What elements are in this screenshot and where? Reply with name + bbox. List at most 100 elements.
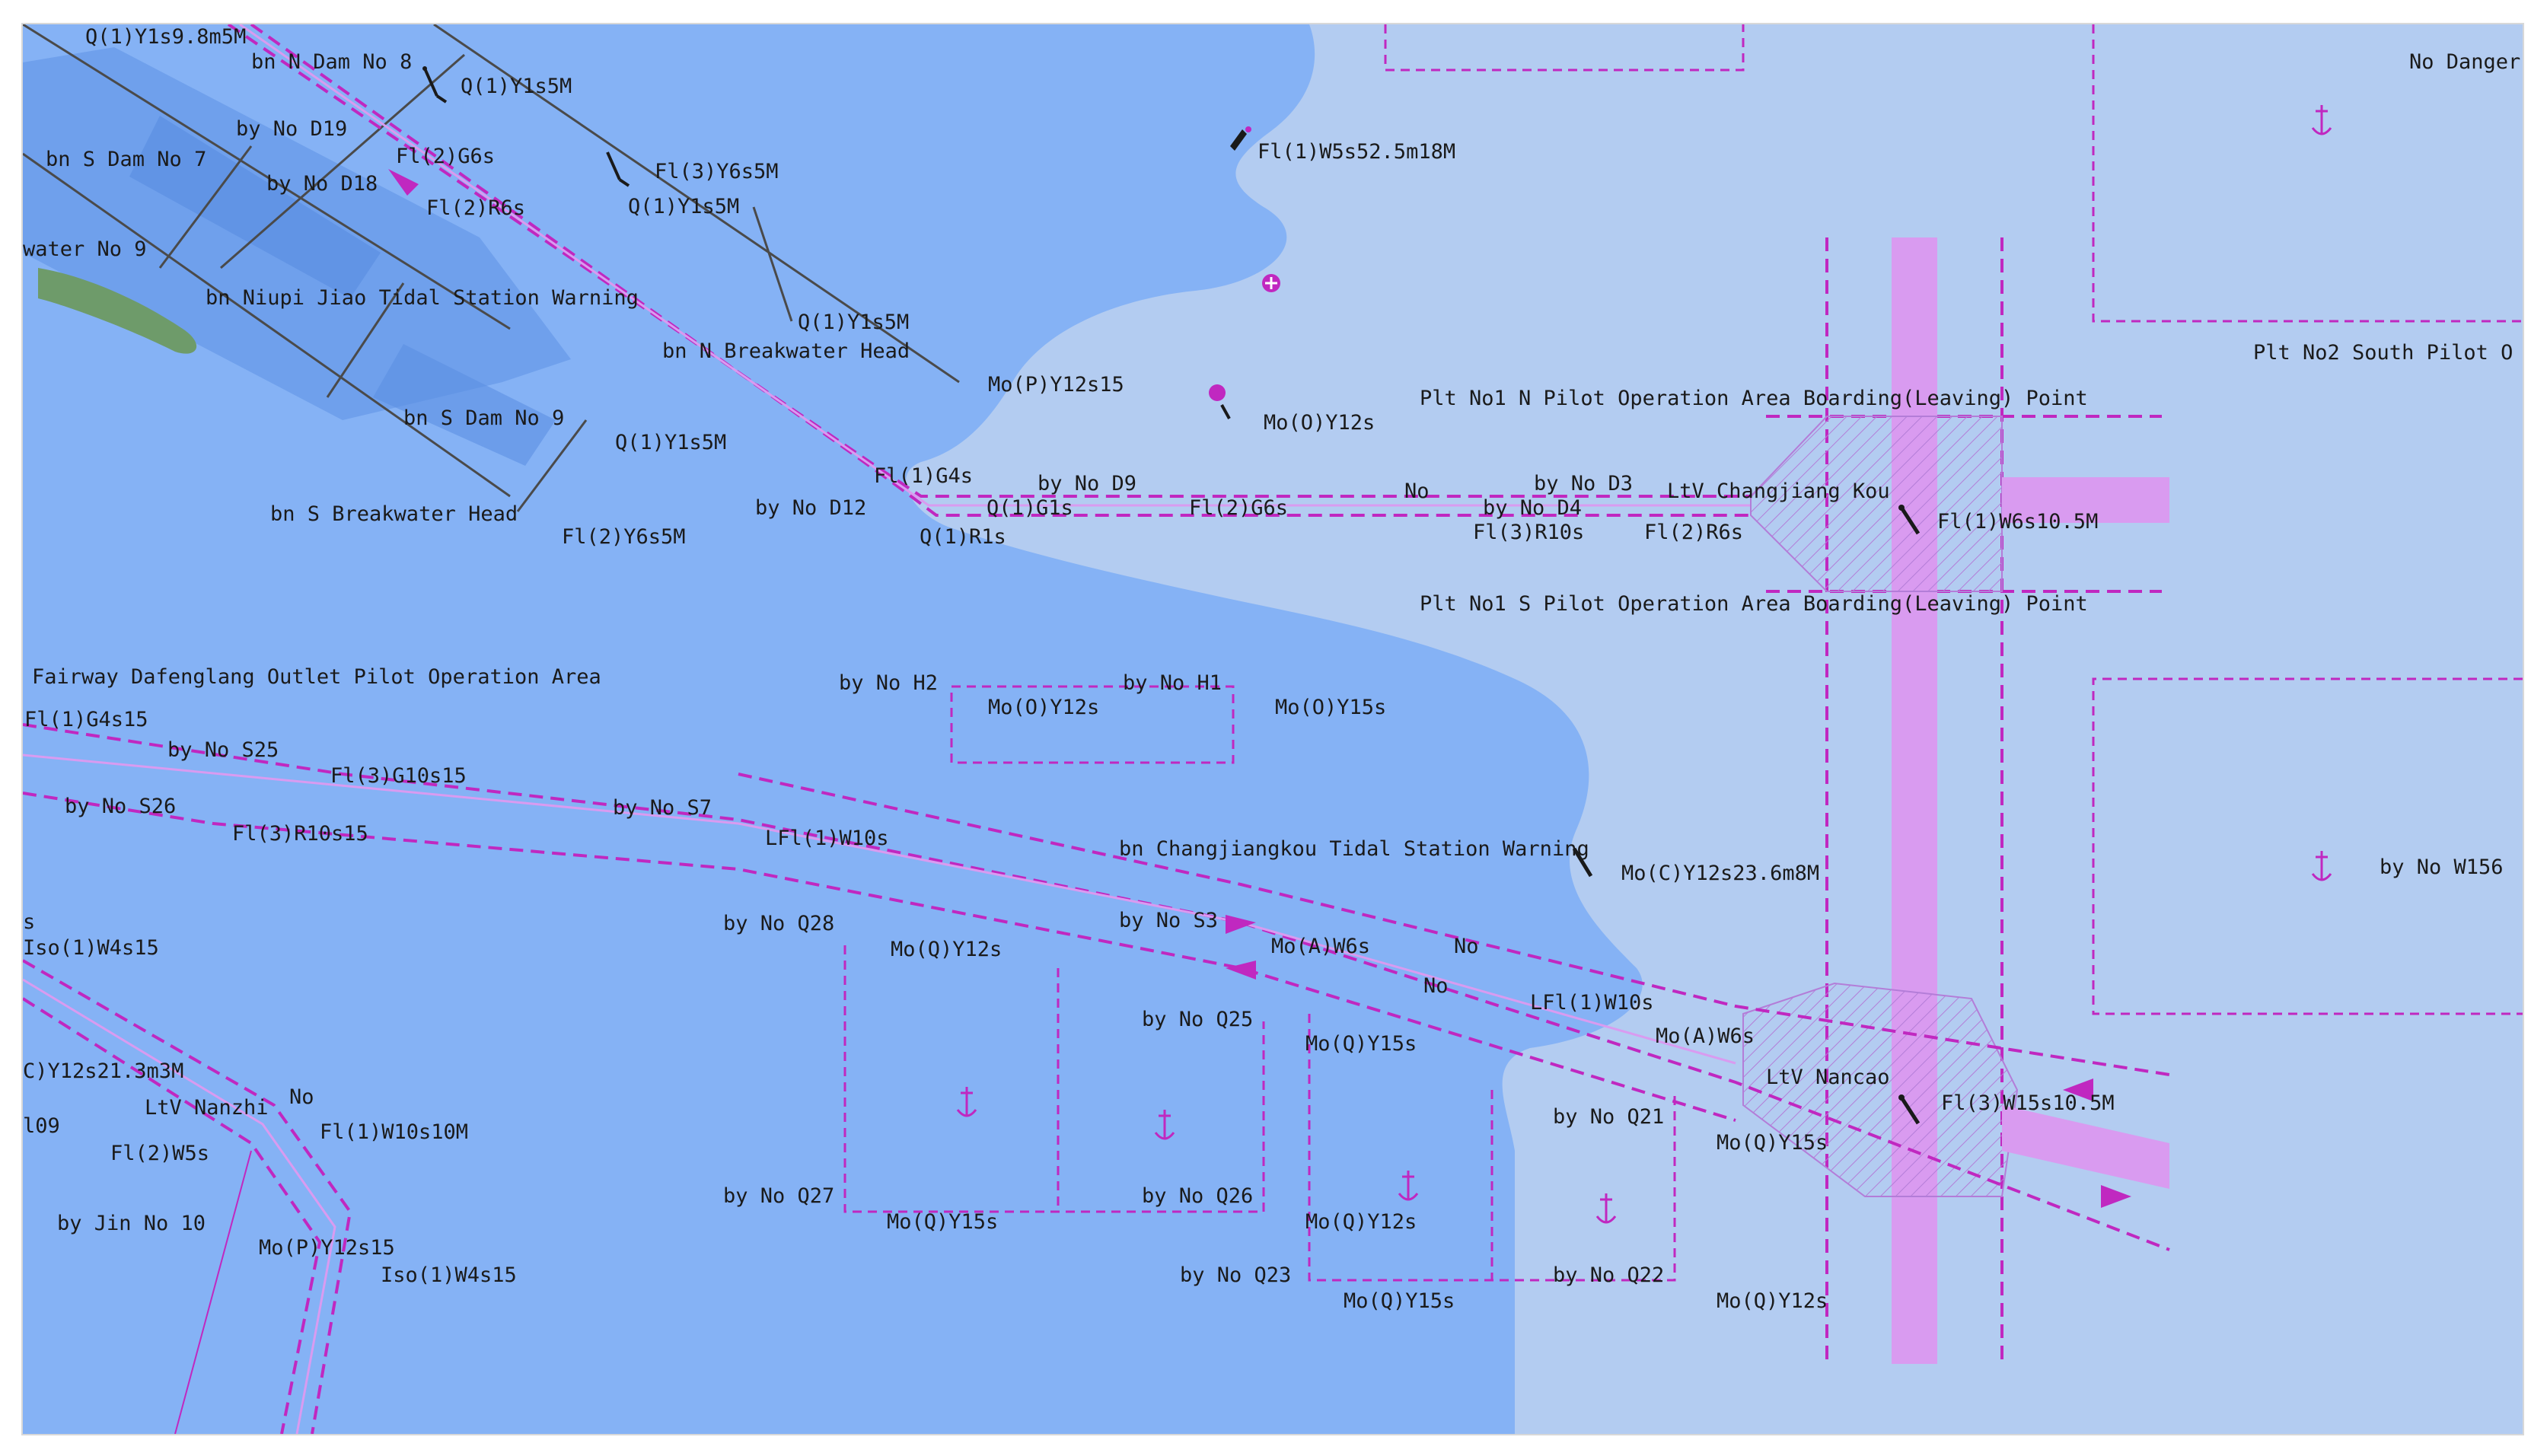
label-by-no-d9: by No D9 <box>1038 472 1137 495</box>
beacon-icon[interactable] <box>419 62 449 105</box>
label-fl2-r6s-a: Fl(2)R6s <box>426 196 526 220</box>
dam-inner-channel-2 <box>373 344 556 466</box>
pink-east-band <box>2002 477 2169 523</box>
label-mo-q-y12s-b: Mo(Q)Y12s <box>1305 1210 1417 1234</box>
label-by-no-q27: by No Q27 <box>723 1184 835 1208</box>
label-q-y1s5m-c: Q(1)Y1s5M <box>798 311 910 334</box>
label-fl-g4s15: Fl(1)G4s15 <box>24 708 148 731</box>
sw-channel-center <box>23 978 336 1434</box>
anchor-icon <box>1154 1110 1175 1140</box>
pink-southeast-band <box>2002 1105 2169 1189</box>
label-fl2-r6s-b: Fl(2)R6s <box>1644 521 1744 544</box>
label-fl-g4s: Fl(1)G4s <box>874 464 974 488</box>
land-island <box>38 268 197 354</box>
label-fl3-w15s: Fl(3)W15s10.5M <box>1941 1091 2115 1115</box>
label-by-no-h1: by No H1 <box>1123 671 1222 695</box>
label-by-no-h2: by No H2 <box>839 671 939 695</box>
label-mo-a-w6s-b: Mo(A)W6s <box>1656 1024 1755 1048</box>
label-n09: l09 <box>23 1114 60 1138</box>
label-q-y1s5m-a: Q(1)Y1s5M <box>461 75 572 98</box>
label-fl-w5s52: Fl(1)W5s52.5m18M <box>1258 140 1456 164</box>
label-by-no-d4: by No D4 <box>1483 496 1583 520</box>
label-by-no-s26: by No S26 <box>65 795 177 818</box>
label-lfl-w10s-a: LFl(1)W10s <box>765 827 889 850</box>
label-by-no-s25: by No S25 <box>167 738 279 762</box>
label-iso-w4s15-a: Iso(1)W4s15 <box>23 936 159 960</box>
anchor-icon <box>2311 851 2332 881</box>
label-lfl-w10s-b: LFl(1)W10s <box>1530 991 1654 1015</box>
label-by-no-d3: by No D3 <box>1534 472 1634 495</box>
north-channel-center <box>239 24 1751 507</box>
danger-icon[interactable] <box>1256 268 1286 311</box>
label-mo-c-y12s23: Mo(C)Y12s23.6m8M <box>1621 862 1820 885</box>
chart-canvas[interactable] <box>23 24 2523 1434</box>
label-by-no-w156: by No W156 <box>2380 855 2504 879</box>
sw-channel <box>23 959 352 1434</box>
label-by-no-q22: by No Q22 <box>1553 1263 1665 1287</box>
label-no-b: No <box>1454 935 1479 958</box>
label-by-jin-no-10: by Jin No 10 <box>57 1212 206 1235</box>
label-no-a: No <box>1404 479 1430 503</box>
label-mo-p-y12s15-a: Mo(P)Y12s15 <box>988 373 1124 397</box>
label-fl3-g10s15: Fl(3)G10s15 <box>330 764 467 788</box>
label-mo-o-y12s-a: Mo(O)Y12s <box>1264 411 1375 435</box>
label-mo-o-y15s: Mo(O)Y15s <box>1275 696 1387 719</box>
label-by-no-d12: by No D12 <box>755 496 867 520</box>
label-q-g1s: Q(1)G1s <box>987 496 1073 520</box>
dam-lines <box>23 24 960 512</box>
label-mo-a-w6s-a: Mo(A)W6s <box>1271 935 1371 958</box>
anchor-icon <box>956 1087 977 1117</box>
label-mo-o-y12s-b: Mo(O)Y12s <box>988 696 1100 719</box>
label-by-no-d19: by No D19 <box>236 117 348 141</box>
beacon-icon[interactable] <box>601 146 632 189</box>
label-fl1-w10s10m: Fl(1)W10s10M <box>320 1120 469 1144</box>
south-channel-center <box>23 753 1736 1065</box>
label-plt-no1-n: Plt No1 N Pilot Operation Area Boarding(… <box>1420 387 2088 410</box>
label-bn-s-breakwater: bn S Breakwater Head <box>270 502 518 526</box>
label-bn-s-dam-9: bn S Dam No 9 <box>403 406 565 430</box>
label-by-no-s7: by No S7 <box>613 796 712 820</box>
label-bn-changjiangkou: bn Changjiangkou Tidal Station Warning <box>1119 837 1589 861</box>
label-no-danger: No Danger <box>2409 50 2521 74</box>
label-q-r1s: Q(1)R1s <box>920 525 1006 549</box>
label-fl3-r10s15: Fl(3)R10s15 <box>232 822 368 846</box>
anchor-icon <box>1398 1171 1419 1201</box>
label-mo-p-y12s15-b: Mo(P)Y12s15 <box>259 1236 395 1260</box>
label-iso-w4s15-b: Iso(1)W4s15 <box>381 1263 517 1287</box>
buoy-icon[interactable] <box>1207 382 1237 425</box>
label-s-edge: s <box>23 910 36 934</box>
label-ltv-nancao: LtV Nancao <box>1766 1066 1890 1089</box>
tidal-station-icon[interactable] <box>1568 843 1599 885</box>
label-fl1-w6s10: Fl(1)W6s10.5M <box>1937 510 2099 534</box>
label-bn-n-dam-8: bn N Dam No 8 <box>251 50 413 74</box>
label-fl2-g6s-b: Fl(2)G6s <box>1189 496 1289 520</box>
label-mo-q-y12s-a: Mo(Q)Y12s <box>891 938 1003 961</box>
label-by-no-q28: by No Q28 <box>723 912 835 935</box>
label-plt-no2-s: Plt No2 South Pilot O <box>2253 341 2513 365</box>
label-q-y1s5m-b: Q(1)Y1s5M <box>628 195 740 218</box>
dam-inner-channel <box>129 116 381 298</box>
traffic-direction-arrow-icon <box>388 169 2131 1208</box>
anchor-icon <box>1595 1193 1617 1224</box>
label-no-c: No <box>1423 974 1449 998</box>
south-channel <box>23 723 2170 1251</box>
label-by-no-q25: by No Q25 <box>1142 1008 1254 1031</box>
label-by-no-s3: by No S3 <box>1119 909 1219 932</box>
lighthouse-icon[interactable] <box>1226 123 1256 166</box>
lighthouse-icon[interactable] <box>1895 1090 1926 1133</box>
label-c-y12s21: C)Y12s21.3m3M <box>23 1059 184 1083</box>
anchor-icon <box>2311 105 2332 135</box>
sw-thin-line <box>174 1150 252 1434</box>
label-no-d: No <box>289 1085 314 1109</box>
label-by-no-d18: by No D18 <box>266 172 378 196</box>
label-fairway: Fairway Dafenglang Outlet Pilot Operatio… <box>32 665 601 689</box>
label-bn-n-breakwater: bn N Breakwater Head <box>662 339 910 363</box>
label-water-no-9: water No 9 <box>23 237 147 261</box>
nautical-chart[interactable]: Q(1)Y1s9.8m5M bn N Dam No 8 Q(1)Y1s5M No… <box>21 23 2524 1435</box>
label-by-no-q23: by No Q23 <box>1180 1263 1292 1287</box>
lighthouse-icon[interactable] <box>1895 500 1926 543</box>
label-fl3-y6s5m: Fl(3)Y6s5M <box>655 160 779 183</box>
label-fl2-g6s-a: Fl(2)G6s <box>396 145 496 168</box>
anchorage-boundaries <box>843 24 2523 1282</box>
label-plt-no1-s: Plt No1 S Pilot Operation Area Boarding(… <box>1420 592 2088 616</box>
